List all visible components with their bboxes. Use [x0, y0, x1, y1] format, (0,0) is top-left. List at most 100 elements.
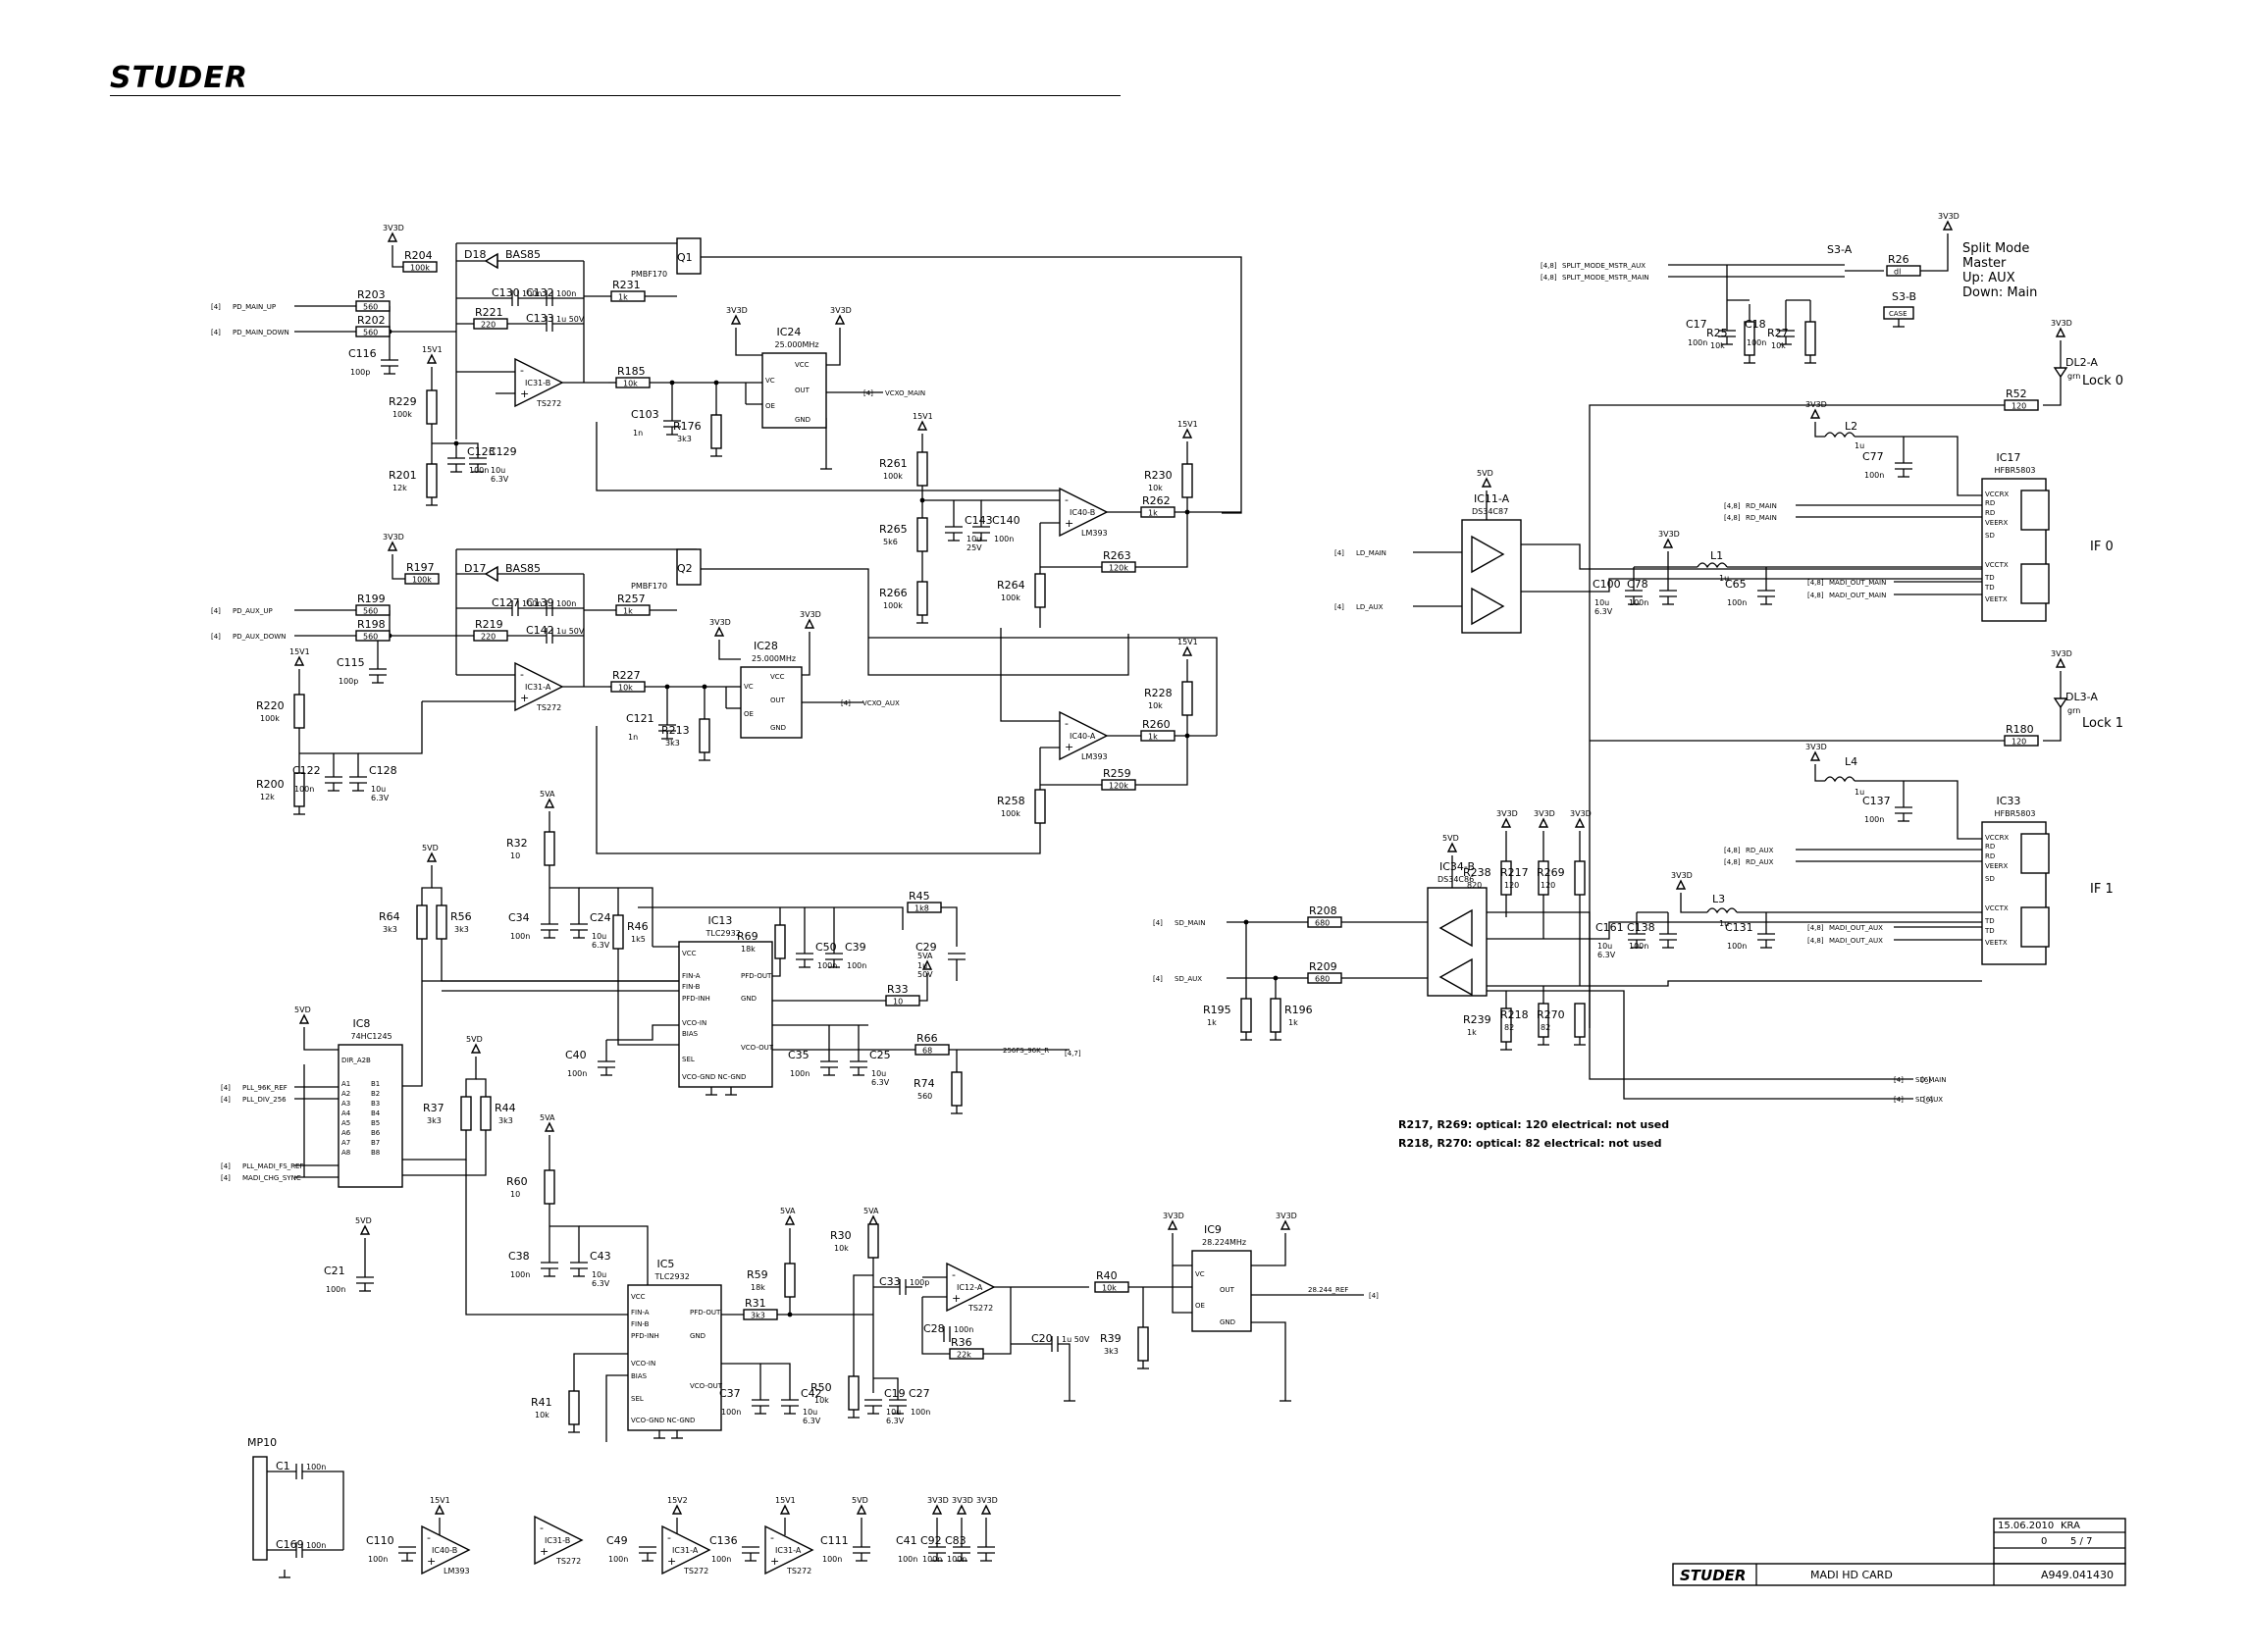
wire: [392, 245, 403, 268]
rail-label: 3V3D: [383, 224, 404, 232]
wire: [701, 256, 1242, 514]
part-value: 120: [2012, 738, 2026, 747]
part-value: 10u: [803, 1408, 817, 1417]
pin-label: -: [667, 1531, 671, 1544]
part-value: 100n: [567, 1069, 587, 1078]
wire: [1680, 893, 1707, 913]
supply-arrow-icon: [298, 1013, 310, 1024]
pin-label: A7: [341, 1139, 350, 1147]
wire: [983, 1287, 1012, 1355]
part-ref: R45: [909, 890, 930, 903]
rail-label: 3V3D: [726, 306, 748, 315]
part-value: 100n: [1629, 598, 1648, 607]
sheet-ref: [4,8]: [1724, 502, 1741, 510]
wire: [1814, 764, 1825, 782]
part-ref: C17: [1686, 318, 1707, 331]
pin-label: SEL: [682, 1056, 695, 1063]
net-label: MADI_CHG_SYNC: [242, 1174, 301, 1182]
part-ref: R197: [406, 561, 435, 574]
part-value: 6.3V: [871, 1078, 890, 1087]
pin-label: FIN-B: [682, 983, 701, 991]
part-ref: C65: [1725, 578, 1747, 591]
title-name: MADI HD CARD: [1810, 1569, 1893, 1581]
pin-label: PFD-INH: [682, 995, 710, 1003]
part-ref: C139: [526, 596, 554, 609]
resistor: [1181, 463, 1193, 498]
rail-label: 5VA: [540, 790, 555, 799]
net-label: RD_AUX: [1746, 847, 1774, 854]
sheet-ref: [4,8]: [1807, 592, 1824, 599]
pin-label: B1: [371, 1080, 380, 1088]
part-ref: R185: [617, 365, 646, 378]
part-value: 6.3V: [1597, 951, 1616, 959]
if0-label: IF 0: [2090, 540, 2114, 554]
inductor-icon: [1706, 907, 1738, 914]
pin-label: +: [1065, 517, 1073, 530]
part-value: 1k: [1148, 733, 1158, 742]
pin-label: RD: [1985, 852, 1995, 860]
part-value: 100n: [817, 961, 837, 970]
rail-label: 15V1: [289, 647, 310, 656]
ic-ref: IC12-A: [957, 1283, 983, 1292]
part-ref: R269: [1537, 866, 1565, 879]
part-value: 100k: [883, 601, 903, 610]
wire: [465, 1160, 628, 1316]
pin-label: VCC: [631, 1293, 646, 1301]
supply-arrow-icon: [1280, 1219, 1291, 1230]
part-ref: C103: [631, 408, 659, 421]
sheet-ref: [4]: [1153, 975, 1163, 983]
part-ref: C143: [965, 514, 993, 527]
part-ref: C37: [719, 1387, 741, 1400]
sheet-ref: [4]: [221, 1174, 231, 1182]
supply-arrow-icon: [426, 852, 438, 862]
pin-label: +: [427, 1555, 436, 1568]
if1-label: IF 1: [2090, 882, 2114, 897]
wire: [1667, 551, 1698, 568]
wire: [402, 1130, 487, 1176]
part-value: 10u: [491, 466, 505, 475]
wire: [1172, 1265, 1192, 1314]
part-ref: R239: [1463, 1013, 1491, 1026]
sheet-ref: [4,8]: [1807, 924, 1824, 932]
pin-label: VCCTX: [1985, 904, 2009, 912]
supply-arrow-icon: [544, 798, 555, 808]
part-value: 120k: [1109, 564, 1128, 573]
part-value: 100n: [847, 961, 866, 970]
part-ref: R74: [914, 1077, 935, 1090]
sheet-ref: [4]: [221, 1096, 231, 1104]
part-ref: R238: [1463, 866, 1491, 879]
pin-label: +: [520, 692, 529, 704]
rail-label: 5VD: [355, 1216, 372, 1225]
rail-label: 5VA: [780, 1207, 796, 1215]
part-value: 100n: [1747, 338, 1766, 347]
net-label: PD_MAIN_UP: [233, 303, 276, 311]
resistor: [1307, 972, 1342, 984]
part-value: 1k: [1148, 509, 1158, 518]
led-icon: [2053, 367, 2068, 379]
resistor: [1101, 561, 1136, 573]
pin-label: RD: [1985, 843, 1995, 851]
part-ref: R217: [1500, 866, 1529, 879]
part-value: 6.3V: [592, 1279, 610, 1288]
net-label: PLL_96K_REF: [242, 1084, 287, 1092]
pin-label: B2: [371, 1090, 380, 1098]
sheet-ref: [4]: [1153, 919, 1163, 927]
part-ref: C19: [884, 1387, 906, 1400]
part-ref: C50: [815, 941, 837, 954]
part-ref: C130: [492, 286, 520, 299]
part-ref: R180: [2006, 723, 2034, 736]
net-label: MADI_OUT_MAIN: [1829, 579, 1886, 587]
ic-type: TS272: [786, 1567, 811, 1575]
part-ref: R40: [1096, 1269, 1118, 1282]
rail-label: 3V3D: [1496, 809, 1518, 818]
part-ref: R176: [673, 420, 702, 433]
part-value: 100n: [1727, 942, 1747, 951]
label: DL3-A: [2065, 691, 2098, 703]
resistor: [1500, 1007, 1512, 1043]
ic-type: 25.000MHz: [752, 654, 796, 663]
jfet-icon: [676, 548, 702, 586]
part-ref: R39: [1100, 1332, 1122, 1345]
part-ref: C122: [292, 764, 321, 777]
wire: [596, 422, 1060, 491]
wire: [606, 1024, 679, 1041]
